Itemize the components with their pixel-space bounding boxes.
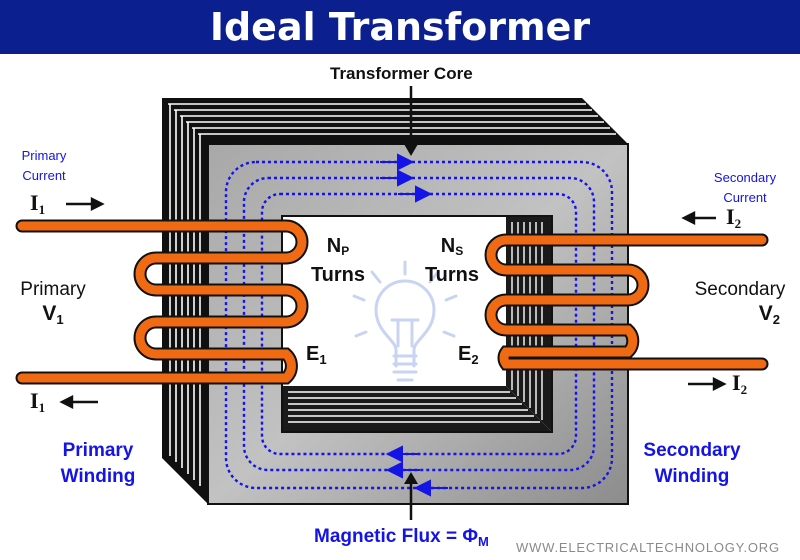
primary-current-label-line2: Current xyxy=(22,168,66,183)
secondary-turns-word: Turns xyxy=(424,264,480,286)
core-pointer-arrow xyxy=(404,86,418,156)
primary-emf-label: E1 xyxy=(306,343,327,367)
secondary-winding-line2: Winding xyxy=(654,466,730,487)
current-symbol: I xyxy=(726,204,735,229)
title-banner xyxy=(0,0,800,54)
current-symbol: I xyxy=(30,190,39,215)
primary-current-label-line1: Primary xyxy=(21,148,67,163)
current-symbol: I xyxy=(732,370,741,395)
primary-current-out: I1 xyxy=(30,388,45,416)
secondary-winding-line1: Secondary xyxy=(643,440,741,461)
light-bulb-icon xyxy=(352,260,458,382)
primary-voltage-label: Primary V1 xyxy=(8,278,98,332)
secondary-current-out: I2 xyxy=(732,370,747,398)
primary-winding-label: Primary Winding xyxy=(48,438,148,490)
current-subscript: 2 xyxy=(734,216,742,231)
primary-voltage-symbol: V1 xyxy=(42,302,64,327)
primary-turns-symbol: NP xyxy=(326,235,350,258)
transformer-diagram xyxy=(15,86,769,520)
secondary-winding xyxy=(484,233,769,371)
current-subscript: 1 xyxy=(38,400,46,415)
primary-turns-word: Turns xyxy=(310,264,366,286)
flux-direction-arrows xyxy=(380,153,448,497)
secondary-emf-label: E2 xyxy=(458,343,479,367)
secondary-current-label: Secondary Current xyxy=(708,168,782,208)
primary-voltage-word: Primary xyxy=(20,279,86,300)
secondary-voltage-label: Secondary V2 xyxy=(686,278,794,332)
primary-current-label: Primary Current xyxy=(14,146,74,186)
secondary-turns-label: NS Turns xyxy=(420,234,484,287)
watermark: WWW.ELECTRICALTECHNOLOGY.ORG xyxy=(516,540,780,555)
primary-winding-line1: Primary xyxy=(62,440,134,461)
current-subscript: 1 xyxy=(38,202,46,217)
current-subscript: 2 xyxy=(740,382,748,397)
flux-label: Magnetic Flux = ΦM xyxy=(314,526,489,549)
current-symbol: I xyxy=(30,388,39,413)
page-title: Ideal Transformer xyxy=(209,5,591,49)
secondary-turns-symbol: NS xyxy=(440,235,464,258)
current-arrows xyxy=(59,197,727,409)
primary-winding xyxy=(15,219,309,385)
core-label: Transformer Core xyxy=(330,64,473,83)
primary-winding-line2: Winding xyxy=(60,466,136,487)
secondary-voltage-word: Secondary xyxy=(694,279,786,300)
secondary-current-label-line2: Current xyxy=(723,190,767,205)
primary-current-in: I1 xyxy=(30,190,45,218)
flux-pointer-arrow xyxy=(404,472,418,520)
secondary-current-in: I2 xyxy=(726,204,741,232)
secondary-voltage-symbol: V2 xyxy=(758,302,780,327)
secondary-winding-label: Secondary Winding xyxy=(636,438,748,490)
secondary-current-label-line1: Secondary xyxy=(713,170,777,185)
primary-turns-label: NP Turns xyxy=(306,234,370,287)
